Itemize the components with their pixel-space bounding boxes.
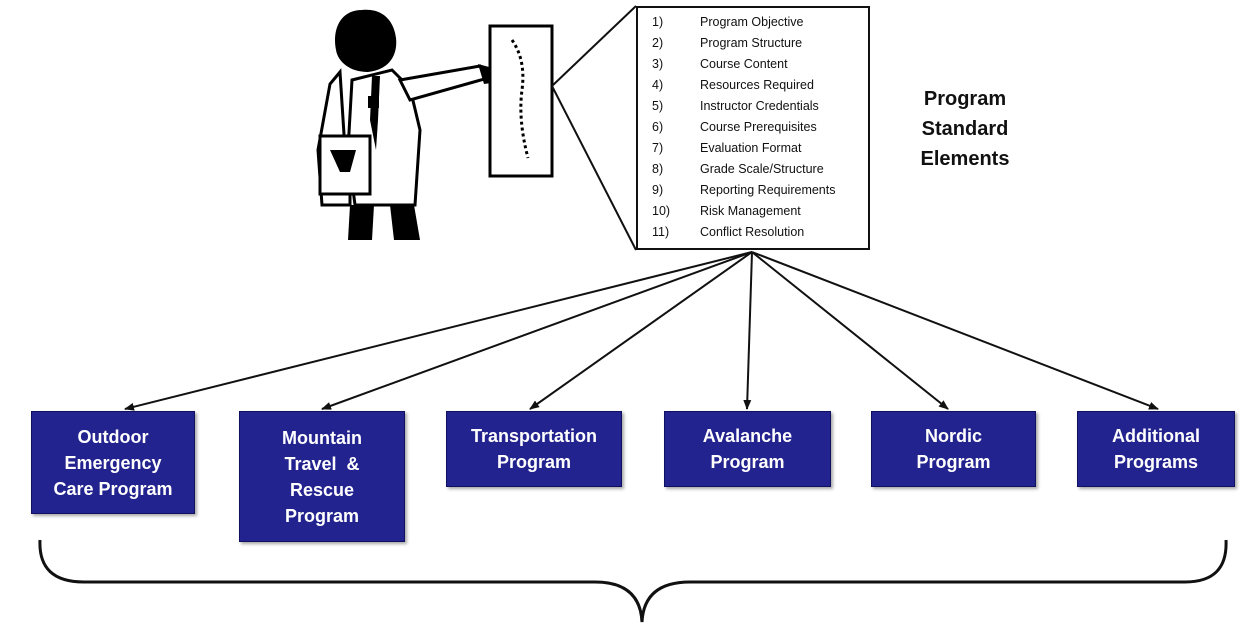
- program-box-additional: Additional Programs: [1077, 411, 1235, 487]
- callout-lines: [551, 5, 637, 251]
- connector-arrows: [124, 251, 1159, 411]
- standard-elements-list: 1)Program Objective 2)Program Structure …: [636, 6, 870, 250]
- program-box-nordic: Nordic Program: [871, 411, 1036, 487]
- presentation-board-icon: [488, 24, 554, 178]
- program-box-outdoor-emergency-care: Outdoor Emergency Care Program: [31, 411, 195, 514]
- program-box-mountain-travel-rescue: Mountain Travel & Rescue Program: [239, 411, 405, 542]
- grouping-brace: [38, 539, 1228, 623]
- standard-elements-title: Program Standard Elements: [920, 88, 1010, 170]
- program-box-transportation: Transportation Program: [446, 411, 622, 487]
- program-box-avalanche: Avalanche Program: [664, 411, 831, 487]
- instructor-figure-icon: [316, 9, 500, 240]
